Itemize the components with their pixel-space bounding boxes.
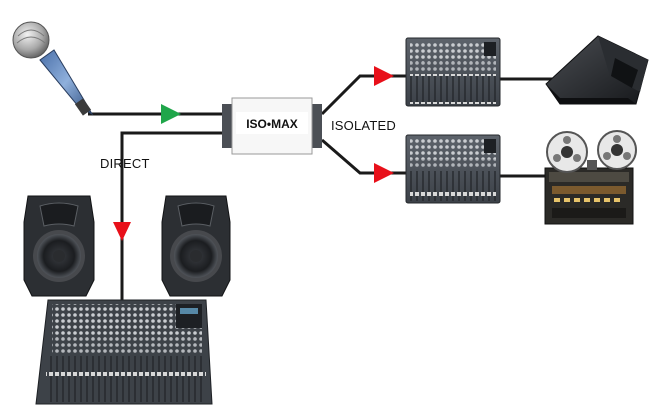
mixer-top-icon xyxy=(405,37,501,107)
reel-to-reel-recorder-icon xyxy=(544,130,637,225)
microphone-icon xyxy=(12,21,94,116)
arrow-isolated-top-red xyxy=(374,66,394,86)
stage-monitor-icon xyxy=(545,35,649,105)
line-isolated-bottom xyxy=(321,138,406,175)
line-direct xyxy=(120,131,222,300)
signal-lines xyxy=(88,74,558,300)
isomax-brand-label: ISO•MAX xyxy=(246,117,298,131)
mixer-middle-icon xyxy=(405,134,501,204)
arrow-input-green xyxy=(161,104,181,124)
arrow-direct-red xyxy=(113,222,131,241)
arrow-isolated-bottom-red xyxy=(374,163,394,183)
isomax-transformer: ISO•MAX xyxy=(222,97,322,155)
isolated-label: ISOLATED xyxy=(331,118,396,133)
speaker-right-icon xyxy=(161,195,231,297)
direct-label: DIRECT xyxy=(100,156,150,171)
mixer-main-icon xyxy=(35,299,213,405)
line-isolated-top xyxy=(320,74,406,116)
speaker-left-icon xyxy=(23,195,95,297)
